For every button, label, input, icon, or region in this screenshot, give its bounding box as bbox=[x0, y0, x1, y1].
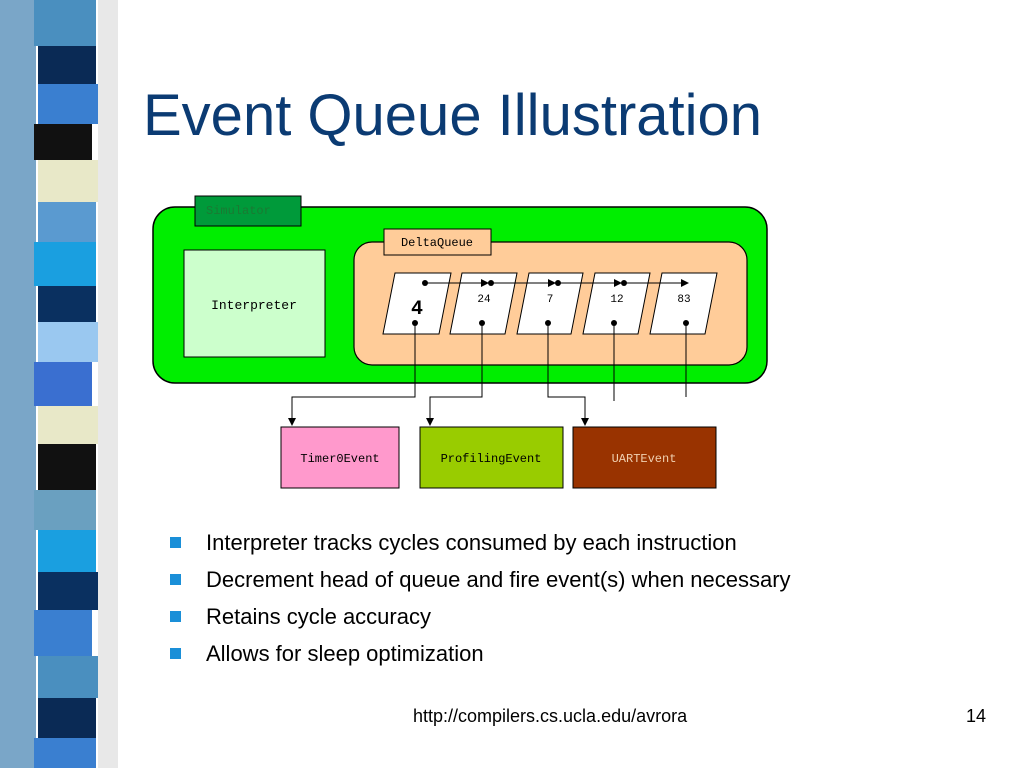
queue-item-shape bbox=[382, 272, 452, 335]
uart-event-pointer bbox=[547, 323, 589, 426]
queue-item-shape bbox=[649, 272, 718, 335]
queue-item-value: 83 bbox=[677, 294, 690, 306]
bullet-item: Retains cycle accuracy bbox=[168, 598, 791, 635]
square-bullet-icon bbox=[170, 537, 181, 548]
bullet-item: Interpreter tracks cycles consumed by ea… bbox=[168, 524, 791, 561]
decorative-stripe-bar bbox=[0, 0, 118, 768]
bullet-item: Allows for sleep optimization bbox=[168, 635, 791, 672]
stripe-block bbox=[34, 738, 96, 768]
stripe-block bbox=[38, 322, 100, 362]
simulator-tab bbox=[194, 195, 302, 227]
queue-next-pointers bbox=[422, 279, 689, 287]
stripe-block bbox=[38, 46, 96, 84]
queue-item: 24 bbox=[449, 272, 518, 335]
pointer-dot bbox=[611, 320, 617, 326]
profiling-event-box bbox=[419, 426, 564, 489]
queue-item-value: 4 bbox=[411, 298, 423, 321]
stripe-block bbox=[38, 656, 100, 698]
queue-item-value: 24 bbox=[477, 294, 491, 306]
simulator-label: Simulator bbox=[206, 204, 271, 218]
stripe-left-edge bbox=[0, 0, 40, 768]
stripe-block bbox=[34, 610, 92, 656]
bullet-item: Decrement head of queue and fire event(s… bbox=[168, 561, 791, 598]
profiling-event-pointer bbox=[426, 323, 483, 426]
stripe-block bbox=[34, 124, 92, 160]
square-bullet-icon bbox=[170, 611, 181, 622]
stripe-block bbox=[38, 572, 100, 610]
pointer-dot bbox=[683, 320, 689, 326]
interpreter-box bbox=[183, 249, 326, 358]
bullet-text: Retains cycle accuracy bbox=[206, 604, 431, 629]
interpreter-label: Interpreter bbox=[211, 298, 297, 313]
stripe-shadow bbox=[98, 0, 118, 768]
profiling-event-label: ProfilingEvent bbox=[441, 452, 542, 466]
queue-item: 83 bbox=[649, 272, 718, 335]
stripe-block bbox=[34, 242, 96, 286]
queue-item: 7 bbox=[516, 272, 584, 335]
timer0-event-label: Timer0Event bbox=[300, 452, 379, 466]
bullet-text: Decrement head of queue and fire event(s… bbox=[206, 567, 791, 592]
page-number: 14 bbox=[966, 706, 987, 726]
queue-item-shape bbox=[582, 272, 651, 335]
square-bullet-icon bbox=[170, 574, 181, 585]
timer-event-pointer bbox=[288, 323, 416, 426]
stripe-block bbox=[38, 698, 96, 738]
stripe-block bbox=[34, 490, 96, 530]
stripe-block bbox=[34, 0, 96, 46]
delta-queue-label: DeltaQueue bbox=[401, 236, 473, 250]
stripe-block bbox=[38, 84, 100, 124]
uart-event-box bbox=[572, 426, 717, 489]
bullet-text: Allows for sleep optimization bbox=[206, 641, 484, 666]
stripe-blocks bbox=[34, 0, 100, 768]
bullet-list: Interpreter tracks cycles consumed by ea… bbox=[168, 524, 791, 672]
stripe-block bbox=[34, 362, 92, 406]
stripe-block bbox=[38, 286, 96, 322]
queue-item-value: 12 bbox=[610, 294, 623, 306]
queue-item: 12 bbox=[582, 272, 651, 335]
stripe-block bbox=[38, 160, 100, 202]
delta-queue-tab bbox=[383, 228, 492, 256]
queue-item: 4 bbox=[382, 272, 452, 335]
queue-item-shape bbox=[516, 272, 584, 335]
uart-event-label: UARTEvent bbox=[612, 452, 677, 466]
stripe-block bbox=[38, 530, 96, 572]
queue-item-value: 7 bbox=[547, 294, 554, 306]
event-pointers bbox=[288, 320, 689, 426]
slide-title: Event Queue Illustration bbox=[143, 83, 763, 148]
footer-url: http://compilers.cs.ucla.edu/avrora bbox=[413, 706, 688, 726]
bullet-text: Interpreter tracks cycles consumed by ea… bbox=[206, 530, 737, 555]
stripe-block bbox=[38, 202, 96, 242]
timer0-event-box bbox=[280, 426, 400, 489]
queue-item-shape bbox=[449, 272, 518, 335]
stripe-block bbox=[38, 444, 96, 490]
stripe-block bbox=[38, 406, 100, 444]
stripe-bar-graphic bbox=[0, 0, 118, 768]
square-bullet-icon bbox=[170, 648, 181, 659]
